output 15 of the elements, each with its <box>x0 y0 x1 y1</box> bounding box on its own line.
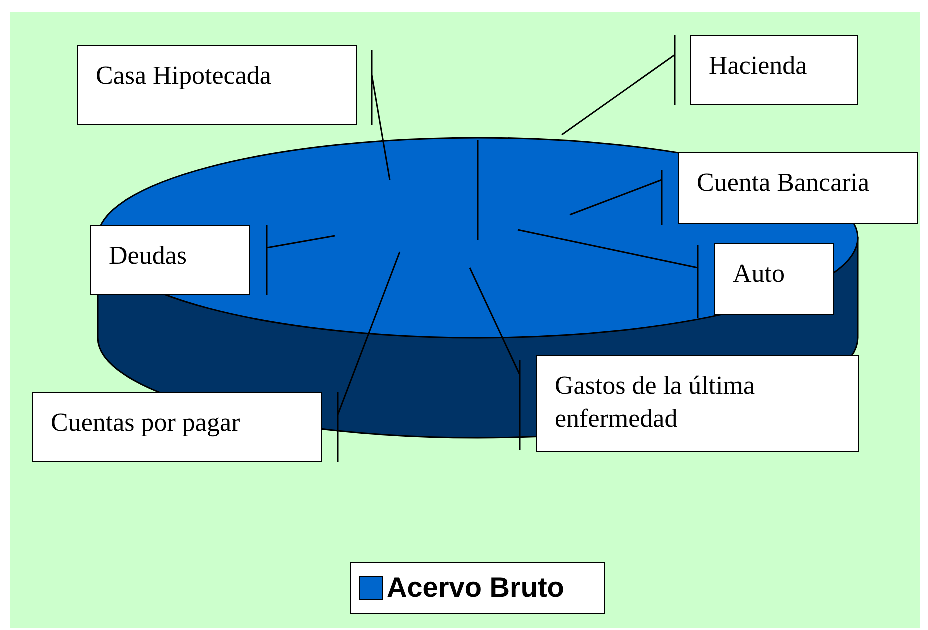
leader-line <box>469 267 521 451</box>
callout-label: Gastos de la última enfermedad <box>536 355 859 452</box>
leader-line <box>569 169 663 226</box>
callout-label: Casa Hipotecada <box>77 45 357 125</box>
callout-label: Cuenta Bancaria <box>678 152 918 224</box>
leader-line <box>517 229 699 319</box>
leader-line <box>561 34 676 136</box>
callout-label: Deudas <box>90 225 250 295</box>
leader-line <box>371 49 391 181</box>
leader-line <box>337 251 401 463</box>
callout-label: Auto <box>714 243 834 315</box>
leader-line <box>266 224 336 296</box>
callout-label: Cuentas por pagar <box>32 392 322 462</box>
legend-text: Acervo Bruto <box>387 572 564 604</box>
callout-label: Hacienda <box>690 35 858 105</box>
